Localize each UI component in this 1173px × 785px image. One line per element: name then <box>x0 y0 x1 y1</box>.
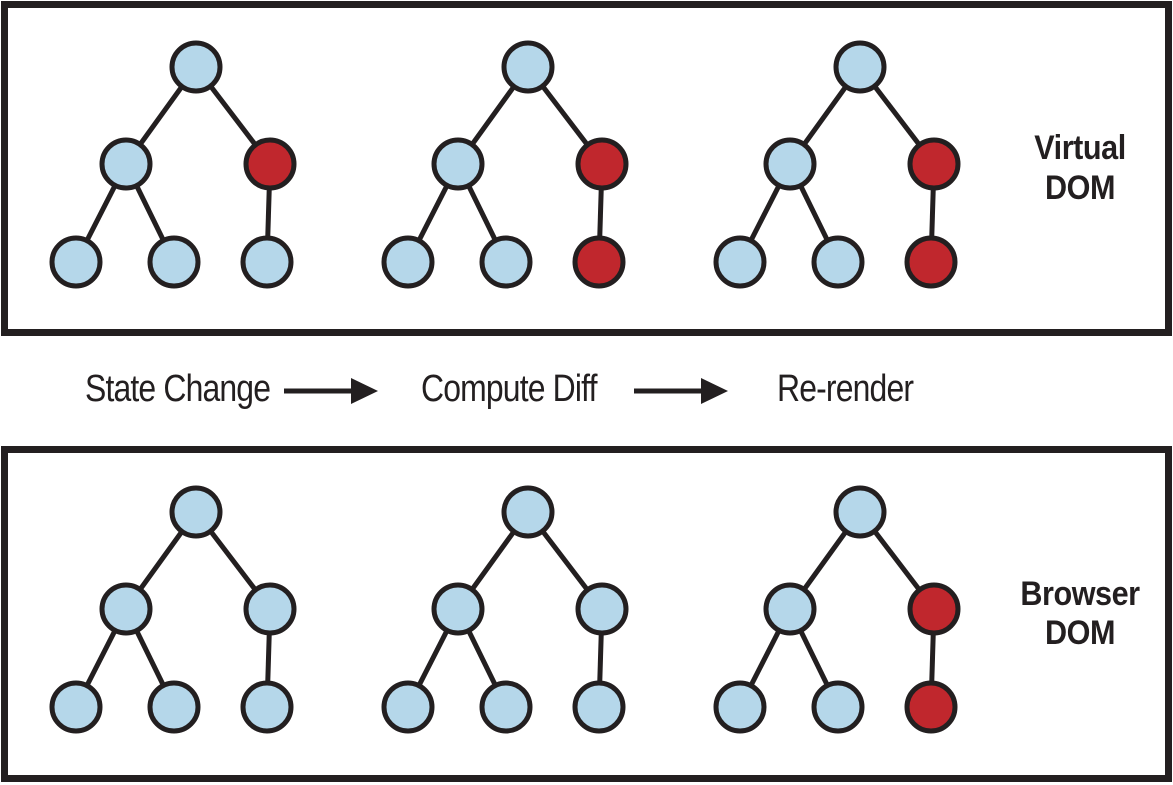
tree-node-right-red <box>243 137 297 191</box>
step-state-change: State Change <box>85 367 271 410</box>
tree-node-left-left-blue <box>713 680 767 734</box>
browser-dom-panel: Browser DOM <box>1 446 1172 782</box>
tree-node-right-blue <box>575 582 629 636</box>
step-compute-diff: Compute Diff <box>421 367 597 410</box>
tree-node-right-red <box>907 582 961 636</box>
tree-node-left-left-blue <box>49 235 103 289</box>
tree-node-right-red <box>575 137 629 191</box>
tree-node-root-blue <box>169 485 223 539</box>
dom-tree <box>381 40 629 289</box>
tree-node-root-blue <box>833 40 887 94</box>
step-re-render: Re-render <box>777 367 914 410</box>
virtual-dom-panel: Virtual DOM <box>1 1 1172 336</box>
tree-node-left-right-blue <box>479 235 533 289</box>
tree-node-left-blue <box>763 582 817 636</box>
dom-tree <box>381 485 629 734</box>
virtual-dom-trees <box>48 32 1048 302</box>
tree-node-left-right-blue <box>479 680 533 734</box>
arrow-right-icon <box>284 378 378 404</box>
arrow-right-icon <box>634 378 728 404</box>
process-row: State Change Compute Diff Re-render <box>0 336 1173 446</box>
tree-node-left-blue <box>99 137 153 191</box>
tree-node-left-right-blue <box>147 680 201 734</box>
virtual-dom-label-line2: DOM <box>1044 168 1116 207</box>
tree-node-root-blue <box>501 40 555 94</box>
tree-node-root-blue <box>833 485 887 539</box>
browser-dom-label-line2: DOM <box>1044 614 1116 652</box>
tree-node-root-blue <box>501 485 555 539</box>
tree-node-right-child-blue <box>240 680 294 734</box>
tree-node-right-child-blue <box>240 235 294 289</box>
tree-node-left-left-blue <box>381 235 435 289</box>
tree-node-left-left-blue <box>49 680 103 734</box>
tree-node-right-red <box>907 137 961 191</box>
tree-node-left-blue <box>99 582 153 636</box>
dom-tree <box>713 40 961 289</box>
tree-node-left-left-blue <box>713 235 767 289</box>
virtual-dom-label-line1: Virtual <box>1034 129 1126 168</box>
tree-node-right-child-red <box>904 680 958 734</box>
tree-node-left-right-blue <box>811 235 865 289</box>
tree-node-root-blue <box>169 40 223 94</box>
browser-dom-label: Browser DOM <box>1004 453 1157 775</box>
tree-node-left-blue <box>431 137 485 191</box>
tree-node-right-child-red <box>572 235 626 289</box>
dom-tree <box>713 485 961 734</box>
tree-node-left-blue <box>763 137 817 191</box>
dom-tree <box>49 485 297 734</box>
tree-node-right-child-blue <box>572 680 626 734</box>
tree-node-left-left-blue <box>381 680 435 734</box>
browser-dom-trees <box>48 477 1048 747</box>
tree-node-right-blue <box>243 582 297 636</box>
dom-tree <box>49 40 297 289</box>
tree-node-right-child-red <box>904 235 958 289</box>
tree-node-left-right-blue <box>147 235 201 289</box>
tree-node-left-right-blue <box>811 680 865 734</box>
virtual-dom-label: Virtual DOM <box>1004 8 1157 329</box>
browser-dom-label-line1: Browser <box>1020 574 1140 613</box>
tree-node-left-blue <box>431 582 485 636</box>
